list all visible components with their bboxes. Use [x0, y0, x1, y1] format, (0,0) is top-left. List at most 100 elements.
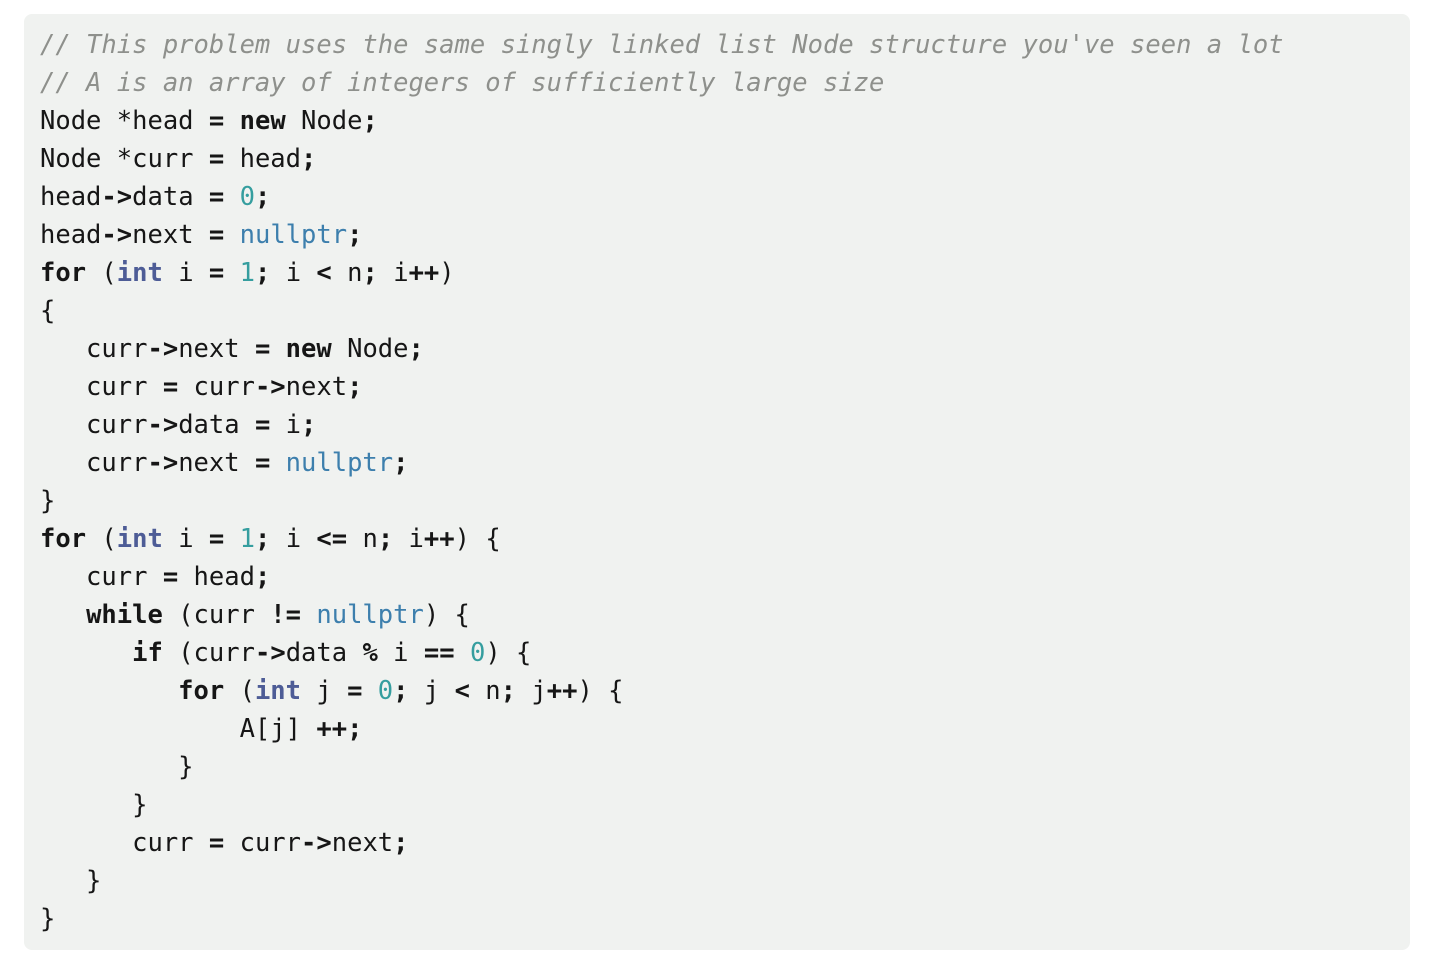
code-token-pl: i [270, 410, 302, 440]
code-token-op: = [347, 676, 363, 706]
code-line: curr->data = i; [40, 406, 1394, 444]
code-token-op: ++ [423, 524, 455, 554]
code-token-op: ; [254, 258, 271, 288]
code-line: curr->next = new Node; [40, 330, 1394, 368]
code-token-pl: next [132, 220, 209, 250]
code-token-op: ; [301, 410, 317, 440]
code-line: curr = head; [40, 558, 1394, 596]
code-token-pl: head [224, 144, 302, 174]
code-token-pl: head [178, 562, 255, 592]
code-token-pl: curr [40, 410, 148, 440]
code-token-pl: i [162, 258, 209, 288]
code-token-pl: i [393, 524, 424, 554]
code-token-co: // This problem uses the same singly lin… [40, 30, 1284, 60]
code-token-op: -> [147, 334, 179, 364]
code-token-pl: ( [86, 258, 117, 288]
code-line: } [40, 862, 1394, 900]
code-token-pl: (curr [162, 600, 271, 630]
code-token-op: ; [362, 258, 378, 288]
code-token-pl: head [40, 182, 102, 212]
code-token-cn: nullptr [285, 448, 394, 478]
code-token-kw: new [285, 334, 332, 364]
code-token-op: ++ [546, 676, 578, 706]
code-token-op: = [254, 448, 271, 478]
code-token-pl: ( [224, 676, 255, 706]
code-token-pl: A[j] [40, 714, 317, 744]
code-token-op: = [254, 410, 271, 440]
code-token-op: ; [254, 524, 271, 554]
code-token-pl [40, 600, 86, 630]
code-token-op: ; [301, 144, 317, 174]
code-token-pl: Node [331, 334, 409, 364]
code-token-op: = [162, 562, 179, 592]
code-line: } [40, 482, 1394, 520]
code-line: for (int j = 0; j < n; j++) { [40, 672, 1394, 710]
code-token-op: ; [393, 676, 409, 706]
code-line: for (int i = 1; i <= n; i++) { [40, 520, 1394, 558]
code-token-pl: next [178, 448, 255, 478]
code-token-op: -> [254, 372, 286, 402]
code-token-op: = [208, 220, 225, 250]
code-token-pl: Node [285, 106, 363, 136]
code-token-pl: curr [178, 372, 255, 402]
code-token-cn: nullptr [316, 600, 424, 630]
code-token-pl: i [270, 258, 317, 288]
code-token-kw: for [40, 258, 87, 288]
code-token-pl [455, 638, 470, 668]
code-token-pl [224, 182, 239, 212]
code-line: curr = curr->next; [40, 824, 1394, 862]
code-line: A[j] ++; [40, 710, 1394, 748]
code-token-pl: curr [40, 372, 163, 402]
code-token-pl: j [301, 676, 348, 706]
code-token-dv: 1 [239, 258, 255, 288]
code-token-pl: curr [224, 828, 302, 858]
code-line: while (curr != nullptr) { [40, 596, 1394, 634]
code-token-op: == [423, 638, 455, 668]
code-line: head->next = nullptr; [40, 216, 1394, 254]
code-token-pl [40, 676, 178, 706]
code-token-op: < [454, 676, 470, 706]
code-token-op: != [270, 600, 302, 630]
code-token-pl: j [516, 676, 547, 706]
code-token-dt: int [116, 258, 163, 288]
code-token-op: ; [362, 106, 378, 136]
code-token-pl: n [347, 524, 378, 554]
code-token-pl [362, 676, 377, 706]
code-token-pl [224, 220, 239, 250]
code-token-pl: ( [86, 524, 117, 554]
code-token-op: ; [393, 828, 409, 858]
code-line: } [40, 900, 1394, 938]
code-line: // A is an array of integers of sufficie… [40, 64, 1394, 102]
code-token-pl [224, 106, 239, 136]
code-token-pl: i [377, 258, 409, 288]
code-token-pl: i [377, 638, 424, 668]
code-line: } [40, 748, 1394, 786]
code-token-op: -> [147, 410, 179, 440]
code-token-op: ; [500, 676, 517, 706]
code-token-pl: ) { [454, 524, 501, 554]
code-token-op: ; [393, 448, 409, 478]
code-token-op: = [208, 258, 225, 288]
code-token-op: = [208, 106, 225, 136]
code-token-op: <= [316, 524, 348, 554]
code-token-pl [224, 258, 239, 288]
code-token-kw: new [239, 106, 286, 136]
code-token-op: = [208, 828, 225, 858]
code-token-pl: curr [40, 334, 148, 364]
code-token-pl: Node *head [40, 106, 209, 136]
code-token-dv: 1 [239, 524, 255, 554]
code-token-pl: data [178, 410, 255, 440]
code-token-op: -> [254, 638, 286, 668]
code-token-op: = [254, 334, 271, 364]
code-token-op: -> [101, 220, 133, 250]
code-line: } [40, 786, 1394, 824]
code-token-op: ; [347, 220, 363, 250]
code-token-cn: nullptr [239, 220, 348, 250]
code-token-op: ; [347, 714, 363, 744]
code-token-pl: } [40, 752, 194, 782]
code-token-pl [301, 600, 316, 630]
code-token-pl: j [408, 676, 455, 706]
code-token-pl: next [331, 828, 394, 858]
code-token-pl: ) { [577, 676, 624, 706]
code-token-op: -> [301, 828, 332, 858]
